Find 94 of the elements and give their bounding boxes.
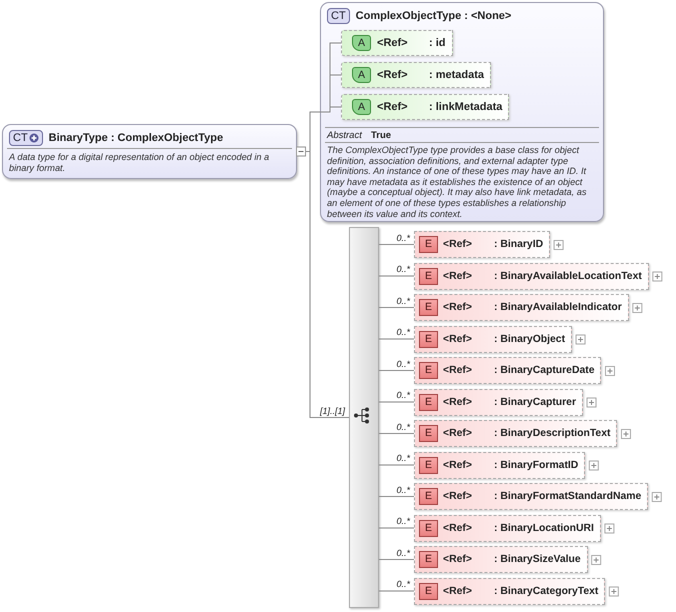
edge-label: 0..*: [395, 327, 411, 337]
edge-label: 0..*: [395, 484, 411, 494]
element-badge: E: [419, 362, 438, 379]
type-title: BinaryType : ComplexObjectType: [48, 132, 224, 144]
ref-label: <Ref>: [443, 334, 473, 344]
connector-line: [378, 338, 414, 340]
connector-line: [378, 464, 414, 466]
element-name: : BinaryID: [494, 239, 544, 250]
element-badge: E: [419, 488, 438, 505]
ref-label: <Ref>: [443, 270, 473, 282]
edge-label: 0..*: [395, 390, 411, 400]
ref-label: <Ref>: [443, 586, 473, 596]
ref-label: <Ref>: [443, 239, 473, 250]
description-text: A data type for a digital representation of an object encoded in a binary format.: [9, 152, 270, 174]
connector-line: [378, 559, 414, 560]
element-badge: E: [419, 520, 438, 536]
element-box: [414, 262, 649, 290]
connector-line: [378, 433, 414, 434]
edge-label: 0..*: [395, 579, 411, 589]
element-name: : BinaryCategoryText: [494, 586, 598, 596]
ref-label: <Ref>: [443, 554, 473, 565]
element-name: : BinaryCaptureDate: [494, 365, 594, 376]
element-name: : BinaryFormatStandardName: [494, 491, 642, 502]
element-box: [414, 546, 588, 573]
description-text: The ComplexObjectType type provides a base class for object definition, association definitions, and external adapter type definitions. An instance of one of these types may have an ID. It may have metadata as it establishes the existence of an object (maybe a conceptual object). It may also have link metadata, as an element of one of these types establishes a relationship between its value and its context.: [327, 145, 588, 220]
element-name: : BinarySizeValue: [494, 554, 581, 565]
property-value: True: [371, 130, 392, 141]
element-badge: E: [419, 551, 438, 568]
ref-label: <Ref>: [443, 428, 473, 439]
element-badge: E: [419, 425, 438, 442]
element-badge: E: [419, 330, 438, 348]
ref-label: <Ref>: [443, 365, 473, 376]
edge-label: 0..*: [395, 422, 411, 432]
element-badge: E: [419, 299, 438, 316]
ref-label: <Ref>: [377, 101, 409, 113]
ref-label: <Ref>: [443, 302, 473, 313]
edge-label: [1]..[1]: [318, 406, 346, 416]
attribute-name: : linkMetadata: [429, 101, 502, 113]
connector-line: [378, 244, 414, 245]
property-name: Abstract: [327, 130, 362, 141]
edge-label: 0..*: [395, 358, 411, 368]
connector-line: [378, 590, 414, 592]
ref-label: <Ref>: [377, 69, 409, 81]
attribute-badge: A: [352, 99, 372, 115]
element-name: : BinaryCapturer: [494, 396, 576, 408]
element-badge: E: [419, 268, 438, 284]
element-badge: E: [419, 582, 438, 600]
connector-line: [320, 42, 342, 112]
sequence-bar: [349, 227, 379, 608]
ref-label: <Ref>: [443, 522, 473, 534]
type-card: [2, 124, 297, 179]
element-badge: E: [419, 394, 438, 410]
element-name: : BinaryFormatID: [494, 460, 578, 470]
connector-line: [378, 496, 414, 497]
badge-label: CT: [13, 132, 28, 144]
edge-label: 0..*: [395, 453, 411, 463]
connector-line: [378, 370, 414, 371]
element-box: [414, 294, 629, 321]
ref-label: <Ref>: [443, 460, 473, 470]
element-box: [414, 483, 648, 510]
element-name: : BinaryAvailableIndicator: [494, 302, 622, 313]
element-name: : BinaryObject: [494, 334, 566, 344]
element-name: : BinaryDescriptionText: [494, 428, 610, 439]
edge-label: 0..*: [395, 516, 411, 526]
attribute-box: [341, 62, 492, 88]
attribute-name: : id: [429, 37, 446, 49]
attribute-badge: A: [352, 35, 372, 51]
element-name: : BinaryAvailableLocationText: [494, 270, 642, 282]
ref-label: <Ref>: [443, 491, 473, 502]
edge-label: 0..*: [395, 548, 411, 558]
attribute-box: [341, 30, 453, 56]
element-box: [414, 388, 584, 416]
edge-label: 0..*: [395, 296, 411, 306]
element-box: [414, 420, 618, 447]
type-card: [320, 2, 604, 222]
element-box: [414, 452, 586, 478]
attribute-box: [341, 94, 510, 120]
element-box: [414, 231, 550, 258]
type-title: ComplexObjectType : <None>: [356, 10, 512, 22]
attribute-badge: A: [352, 67, 372, 83]
element-name: : BinaryLocationURI: [494, 522, 594, 534]
ref-label: <Ref>: [443, 396, 473, 408]
element-box: [414, 578, 606, 604]
element-box: [414, 357, 602, 384]
edge-label: 0..*: [395, 264, 411, 274]
badge-label: CT: [331, 10, 346, 22]
element-box: [414, 514, 601, 542]
element-badge: E: [419, 456, 438, 474]
ref-label: <Ref>: [377, 37, 409, 49]
connector-line: [378, 307, 414, 308]
element-badge: E: [419, 236, 438, 253]
edge-label: 0..*: [395, 232, 411, 242]
element-box: [414, 326, 572, 352]
attribute-name: : metadata: [429, 69, 484, 81]
